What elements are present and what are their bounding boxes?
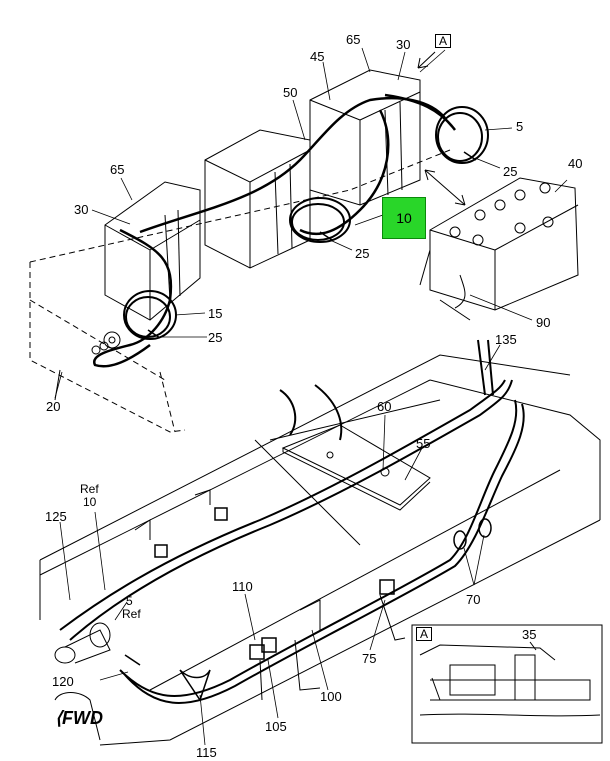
battery-cable	[93, 93, 456, 368]
callout-ref10-num: 10	[83, 495, 97, 509]
battery-box-left	[104, 181, 201, 321]
callout-35: 35	[522, 627, 537, 642]
callout-25-low: 25	[208, 330, 223, 345]
cable-clips	[124, 507, 492, 702]
callout-125: 125	[45, 509, 67, 524]
starter-mount-20	[54, 331, 121, 401]
callout-40: 40	[568, 156, 583, 171]
callout-115: 115	[196, 745, 217, 760]
crossmember-plate-55	[281, 424, 431, 511]
cable-coil-10	[289, 197, 351, 243]
callout-25-mid: 25	[355, 246, 370, 261]
callout-55: 55	[416, 436, 431, 451]
callout-30-top: 30	[396, 37, 411, 52]
battery-box-right	[309, 69, 421, 206]
callout-60: 60	[377, 399, 392, 414]
fwd-text: FWD	[62, 708, 104, 728]
callout-110: 110	[232, 579, 253, 594]
starter-motor	[54, 622, 111, 664]
callout-100: 100	[320, 689, 342, 704]
callout-30-left: 30	[74, 202, 89, 217]
double-arrow	[424, 169, 466, 206]
callout-5: 5	[516, 119, 524, 134]
leader-lines	[54, 47, 568, 746]
highlighted-callout-10[interactable]: 10	[382, 197, 426, 239]
callout-75: 75	[362, 651, 377, 666]
detail-view-box	[411, 624, 603, 744]
battery-assembly-40	[419, 177, 579, 321]
cable-ties	[147, 151, 477, 339]
callout-65-left: 65	[110, 162, 125, 177]
view-label-a-detail: A	[416, 627, 433, 641]
battery-box-middle	[204, 129, 311, 269]
lower-chassis-frame	[39, 354, 601, 746]
cable-coil-5	[435, 106, 489, 164]
chassis-cables	[59, 339, 525, 704]
callout-50: 50	[283, 85, 298, 100]
view-arrow	[417, 51, 436, 69]
callout-105: 105	[265, 719, 287, 734]
view-label-a-top: A	[435, 34, 452, 48]
callout-15: 15	[208, 306, 223, 321]
callout-65-top: 65	[346, 32, 361, 47]
callout-70: 70	[466, 592, 481, 607]
callout-20: 20	[46, 399, 61, 414]
callout-ref5-ref: Ref	[122, 607, 141, 621]
callout-90: 90	[536, 315, 551, 330]
callout-135: 135	[495, 332, 517, 347]
callout-45: 45	[310, 49, 325, 64]
callout-120: 120	[52, 674, 74, 689]
callout-ref5-num: 5	[126, 594, 133, 608]
forward-direction-label: ⟨FWD	[55, 708, 103, 729]
upper-frame-rail	[29, 149, 451, 433]
fwd-arrow-icon: ⟨	[55, 708, 63, 728]
callout-ref10-ref: Ref	[80, 482, 99, 496]
brackets	[134, 489, 406, 701]
callout-25-right: 25	[503, 164, 518, 179]
